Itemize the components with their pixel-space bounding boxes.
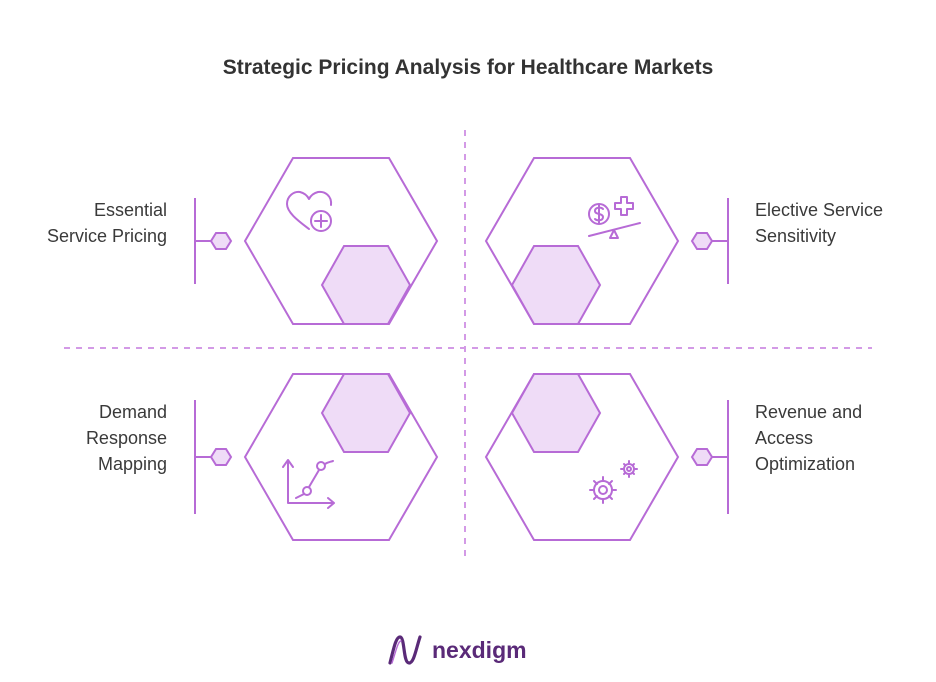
brand-name: nexdigm — [432, 636, 527, 663]
label-demand-response-mapping: Demand Response Mapping — [85, 402, 167, 474]
label-revenue-access-optimization: Revenue and Access Optimization — [755, 402, 863, 474]
connector-node — [690, 232, 714, 250]
label-elective-service-sensitivity: Elective Service Sensitivity — [755, 200, 884, 246]
label-essential-service-pricing: Essential Service Pricing — [46, 200, 167, 246]
quadrant-demand-response-mapping — [194, 373, 439, 541]
connector-node — [209, 232, 233, 250]
quadrant-revenue-access-optimization — [484, 373, 729, 541]
nexdigm-logo-icon — [388, 635, 422, 665]
price-balance-icon — [588, 196, 641, 239]
connector-node — [209, 448, 233, 466]
connector-node — [690, 448, 714, 466]
quadrant-elective-service-sensitivity — [484, 157, 729, 325]
trend-chart-icon — [282, 459, 335, 509]
brand-logo: nexdigm — [386, 632, 527, 668]
quadrant-essential-service-pricing — [194, 157, 439, 325]
heart-plus-icon — [286, 190, 333, 232]
hexagon-small-filled — [320, 245, 412, 325]
hexagon-small-filled — [510, 245, 602, 325]
page-title: Strategic Pricing Analysis for Healthcar… — [222, 56, 714, 79]
hexagon-small-filled — [320, 373, 412, 453]
hexagon-small-filled — [510, 373, 602, 453]
gears-icon — [589, 460, 638, 504]
